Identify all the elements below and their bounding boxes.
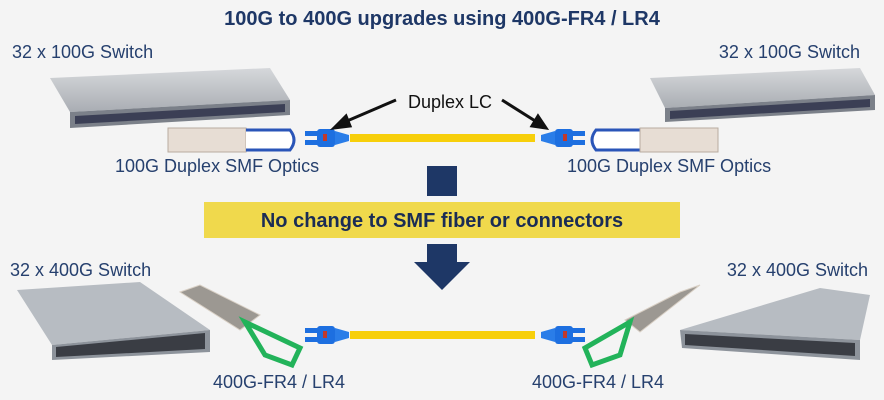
top-right-switch-label: 32 x 100G Switch <box>719 42 860 62</box>
bottom-right-400g-optic <box>581 284 701 369</box>
banner-text: No change to SMF fiber or connectors <box>261 210 623 232</box>
bottom-left-400g-switch <box>17 282 210 360</box>
down-arrow-icon <box>414 244 470 290</box>
top-left-lc-connector <box>305 129 349 147</box>
bottom-left-lc-connector <box>305 326 349 344</box>
bottom-right-400g-switch <box>680 288 870 360</box>
top-left-100g-switch <box>50 68 290 128</box>
top-right-100g-optic <box>590 127 719 153</box>
down-arrow-top-icon <box>427 166 457 196</box>
top-right-lc-connector <box>541 129 585 147</box>
bottom-left-switch-label: 32 x 400G Switch <box>10 260 151 280</box>
top-left-switch-label: 32 x 100G Switch <box>12 42 153 62</box>
bottom-left-400g-optic <box>178 284 304 369</box>
top-left-optics-label: 100G Duplex SMF Optics <box>115 156 319 176</box>
top-left-100g-optic <box>167 127 296 153</box>
top-right-optics-label: 100G Duplex SMF Optics <box>567 156 771 176</box>
diagram-title: 100G to 400G upgrades using 400G-FR4 / L… <box>224 8 661 30</box>
bottom-left-optics-label: 400G-FR4 / LR4 <box>213 372 345 392</box>
connector-label: Duplex LC <box>408 92 492 112</box>
top-fiber-cable <box>350 134 535 142</box>
bottom-fiber-cable <box>350 331 535 339</box>
bottom-right-lc-connector <box>541 326 585 344</box>
connector-pointer-arrows <box>329 98 550 131</box>
banner <box>204 202 680 238</box>
bottom-right-optics-label: 400G-FR4 / LR4 <box>532 372 664 392</box>
top-right-100g-switch <box>650 68 875 122</box>
bottom-right-switch-label: 32 x 400G Switch <box>727 260 868 280</box>
